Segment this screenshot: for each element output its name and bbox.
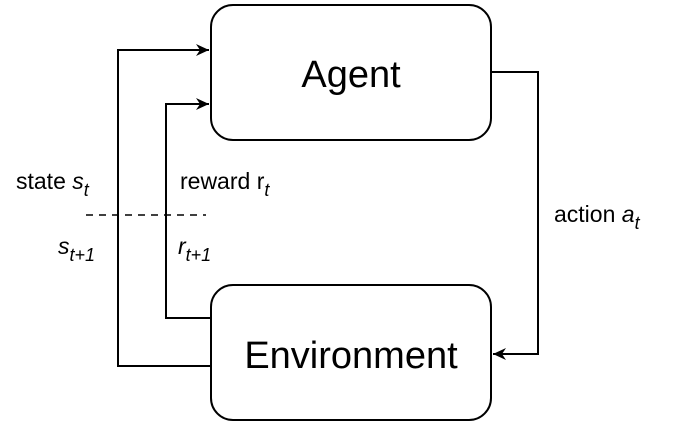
agent-node: Agent	[210, 4, 492, 141]
action-label: action at	[554, 201, 641, 233]
state-label: state st	[16, 168, 90, 200]
action-arrow	[491, 71, 539, 360]
environment-node: Environment	[210, 284, 492, 421]
environment-box	[210, 284, 492, 421]
agent-label: Agent	[301, 54, 401, 96]
environment-label: Environment	[244, 335, 458, 377]
reward-arrow	[165, 98, 211, 319]
state-arrow	[117, 44, 211, 367]
next-state-label: st+1	[58, 233, 95, 265]
reward-label: reward rt	[180, 168, 270, 200]
next-reward-label: rt+1	[178, 233, 211, 265]
